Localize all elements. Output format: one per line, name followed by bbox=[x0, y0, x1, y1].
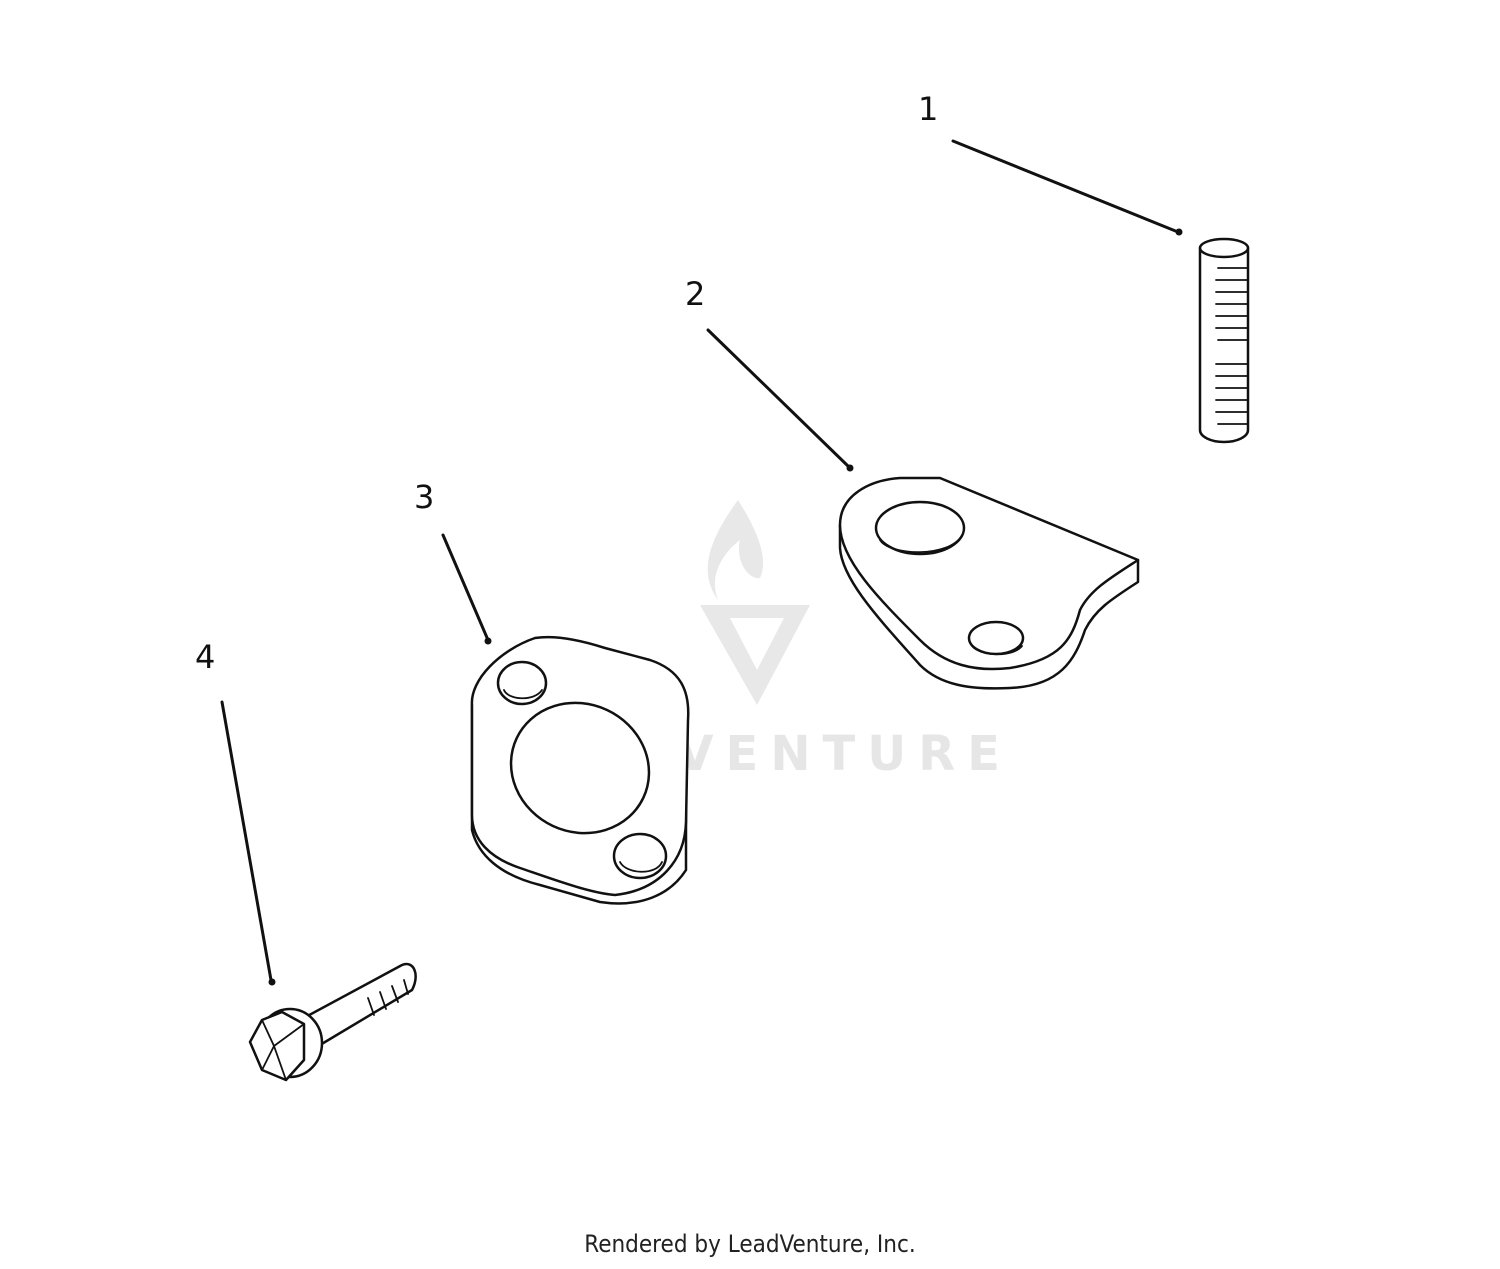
part-gasket bbox=[470, 635, 690, 905]
part-bracket bbox=[838, 476, 1140, 690]
gasket-center-hole bbox=[509, 701, 651, 835]
gasket-bottom-hole bbox=[612, 832, 668, 880]
part-bolt bbox=[248, 962, 417, 1082]
leader-line-3 bbox=[441, 533, 490, 642]
leader-dot-3 bbox=[484, 637, 492, 645]
callout-1: 1 bbox=[918, 90, 1183, 236]
part-stud bbox=[1198, 237, 1250, 444]
callout-number-2: 2 bbox=[685, 275, 705, 313]
callout-3: 3 bbox=[414, 478, 492, 645]
callout-number-3: 3 bbox=[414, 478, 434, 516]
leader-dot-4 bbox=[268, 978, 276, 986]
leader-dot-1 bbox=[1175, 228, 1183, 236]
gasket-top-hole bbox=[496, 660, 548, 706]
leader-line-4 bbox=[220, 700, 273, 982]
bracket-small-hole bbox=[967, 620, 1025, 656]
watermark-logo bbox=[700, 500, 810, 705]
callout-4: 4 bbox=[195, 638, 276, 986]
callout-number-1: 1 bbox=[918, 90, 938, 128]
callout-number-4: 4 bbox=[195, 638, 215, 676]
leader-line-2 bbox=[706, 328, 851, 469]
footer-credit: Rendered by LeadVenture, Inc. bbox=[584, 1230, 916, 1258]
bracket-large-hole bbox=[874, 500, 966, 556]
callout-2: 2 bbox=[685, 275, 854, 472]
stud-threads bbox=[1215, 267, 1248, 425]
leader-line-1 bbox=[951, 139, 1180, 234]
leader-dot-2 bbox=[846, 464, 854, 472]
